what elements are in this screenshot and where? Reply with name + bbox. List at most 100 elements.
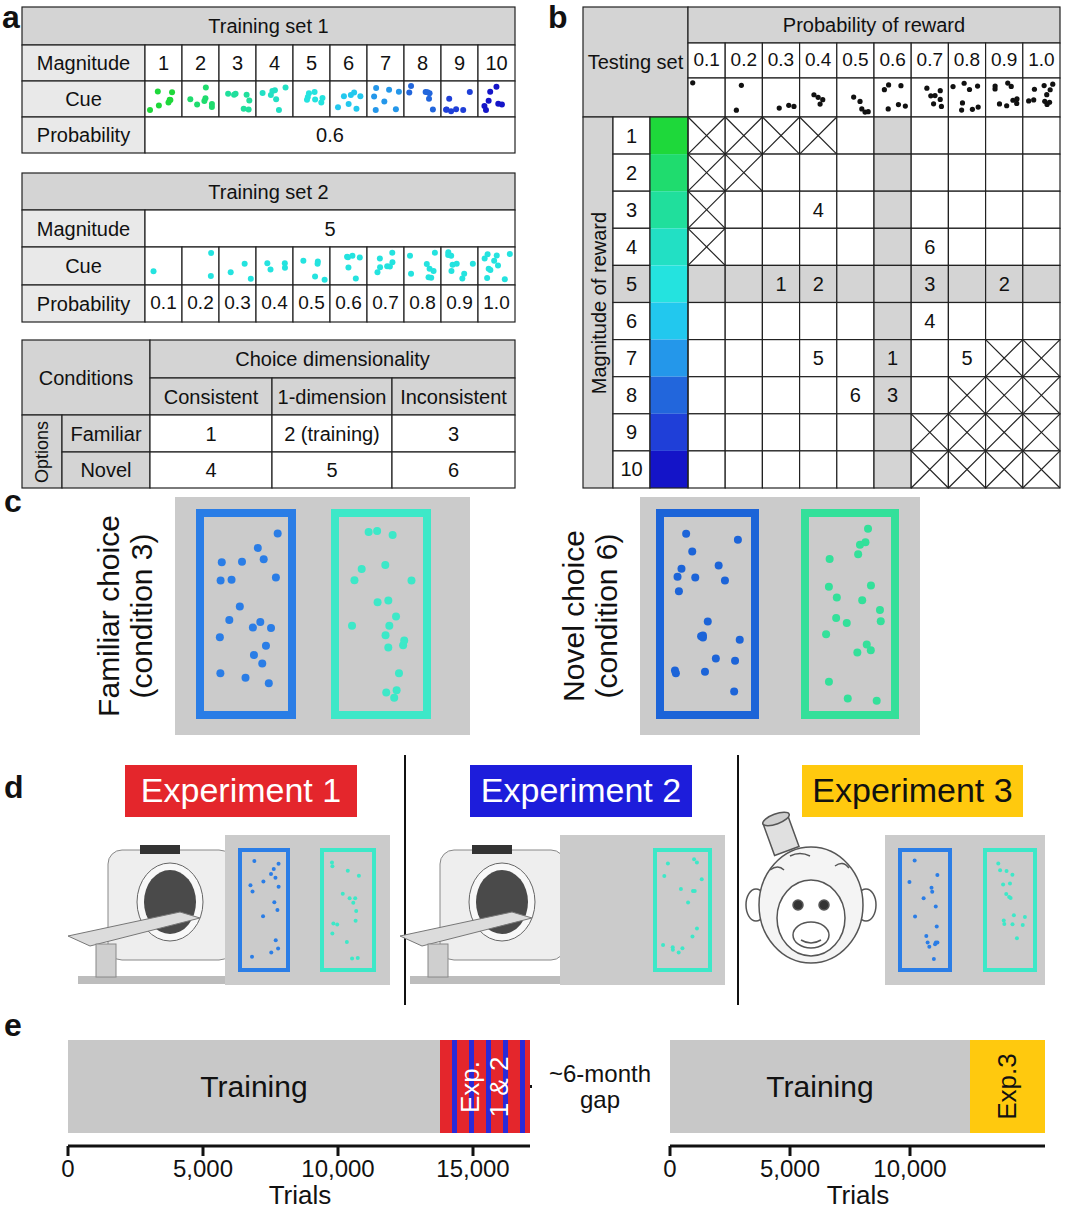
cue-dot	[975, 83, 980, 88]
cue-dot	[389, 250, 395, 256]
cue-dot	[254, 544, 262, 552]
cue-dot	[274, 530, 282, 538]
cue-dot	[816, 95, 821, 100]
table-cell-box	[948, 78, 985, 117]
cue-dot	[389, 259, 395, 265]
table-cell-box	[613, 414, 650, 451]
cue-dot	[934, 905, 938, 909]
table-cell-box	[150, 378, 272, 415]
table-cell-box	[256, 45, 293, 81]
cue-dot	[1048, 87, 1053, 92]
cross-mark	[948, 451, 985, 488]
table-cell: 8	[404, 45, 441, 81]
table-cell-box	[293, 81, 330, 117]
table-cell: 0.6	[145, 117, 515, 153]
table-cell: 5	[800, 340, 837, 377]
cue-dot	[863, 641, 871, 649]
cue-dot	[377, 256, 383, 262]
cue-dot	[282, 265, 288, 271]
table-cell-box	[219, 81, 256, 117]
cue-dot	[330, 861, 334, 865]
cue-dot	[856, 541, 864, 549]
axis-tick-mark	[789, 1146, 792, 1156]
cue-dot	[731, 657, 739, 665]
color-swatch	[650, 303, 688, 340]
cue-dot	[238, 558, 246, 566]
node-text: Novel choice (condition 6)	[550, 496, 630, 736]
table-cell: 0.6	[330, 285, 367, 322]
table-cell-box	[22, 7, 515, 45]
cue-dot	[357, 874, 361, 878]
table-cell-box	[272, 378, 392, 415]
axis-tick: 0	[23, 1155, 113, 1183]
table-cell: 0.4	[800, 43, 837, 78]
table-cell-box	[613, 154, 650, 191]
cue-dot	[682, 530, 690, 538]
table-cell: 1	[874, 340, 911, 377]
table-cell: 5	[293, 45, 330, 81]
table-cell: 6	[911, 228, 948, 265]
cue-dot	[277, 885, 281, 889]
table-cell-box	[725, 228, 762, 265]
axis-title: Trials	[250, 1180, 350, 1210]
table-cell-box	[219, 45, 256, 81]
cue-dot	[208, 273, 214, 279]
cue-dot	[700, 877, 704, 881]
cue-dot	[357, 255, 363, 261]
table-cell: 10	[478, 45, 515, 81]
table-cell-box	[837, 43, 874, 78]
cue-dot	[924, 934, 928, 938]
table-cell-box	[948, 303, 985, 340]
table-cell-box	[145, 247, 182, 285]
table-cell-box	[182, 247, 219, 285]
table-cell-box	[762, 78, 799, 117]
node-text: Familiar choice (condition 3)	[85, 496, 165, 736]
cue-dot	[976, 104, 981, 109]
table-cell: 0.3	[762, 43, 799, 78]
color-swatch	[650, 228, 688, 265]
table-cell-box	[613, 228, 650, 265]
cross-mark	[1023, 451, 1060, 488]
cue-dot	[854, 550, 862, 558]
table-cell-box	[392, 415, 515, 452]
cue-dot	[267, 624, 275, 632]
table-cell-box	[22, 117, 145, 153]
option-frame	[660, 513, 755, 715]
cue-dot	[701, 668, 709, 676]
node-text: Training	[766, 1070, 873, 1103]
cross-mark	[948, 377, 985, 414]
cue-dot	[697, 632, 705, 640]
cue-dot	[777, 105, 782, 110]
cue-dot	[395, 669, 403, 677]
row-header: Cue	[22, 81, 145, 117]
cue-dot	[241, 106, 247, 112]
cross-mark	[1023, 414, 1060, 451]
table-cell-box	[613, 265, 650, 302]
cue-dot	[426, 96, 432, 102]
cue-dot	[353, 106, 359, 112]
table-cell-box	[986, 228, 1023, 265]
cross-mark	[688, 191, 725, 228]
cue-dot	[373, 85, 379, 91]
table-cell-box	[1023, 414, 1060, 451]
table-cell: 2	[986, 265, 1023, 302]
row-header: Options	[22, 415, 62, 488]
cue-dot	[283, 84, 289, 90]
table-cell: 6	[330, 45, 367, 81]
cue-dot	[502, 276, 508, 282]
row-header: 8	[613, 377, 650, 414]
cue-dot	[1021, 923, 1025, 927]
table-cell-box	[688, 414, 725, 451]
table-cell-box	[800, 43, 837, 78]
cue-dot	[330, 932, 334, 936]
cue-dot	[1008, 881, 1012, 885]
cue-dot	[734, 108, 739, 113]
table-cell-box	[986, 154, 1023, 191]
cue-dot	[996, 862, 1000, 866]
table-cell-box	[874, 43, 911, 78]
table-cell-box	[911, 265, 948, 302]
cue-dot	[691, 573, 699, 581]
table-cell-box	[62, 415, 150, 452]
cue-dot	[273, 876, 277, 880]
row-header: Probability	[22, 117, 145, 153]
